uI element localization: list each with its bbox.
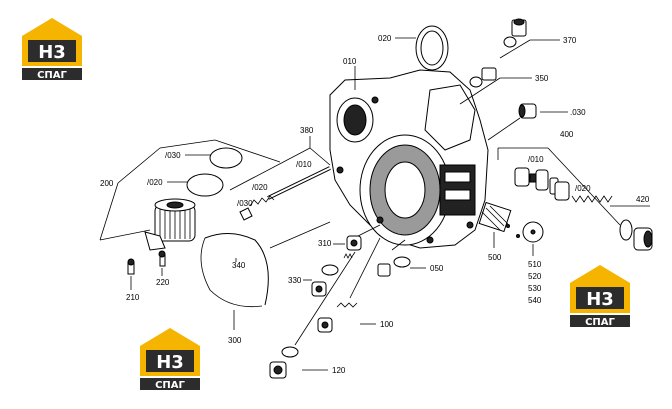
valve-spool-part-400-010: [514, 167, 570, 201]
label-400: 400: [560, 130, 574, 139]
label-340: 340: [232, 261, 246, 270]
logo-bottom-right: H3 СПАГ: [570, 265, 630, 328]
label-520: 520: [528, 272, 542, 281]
label-010-main: 010: [343, 57, 357, 66]
logo-text: СПАГ: [37, 70, 67, 81]
logo-mark: H3: [586, 289, 614, 310]
label-500: 500: [488, 253, 502, 262]
sleeve-part-030: [518, 103, 537, 119]
rod-part-380: [239, 166, 331, 221]
bolt-part-210: [127, 258, 135, 275]
plug-part-120: [269, 346, 299, 379]
label-300: 300: [228, 336, 242, 345]
logo-text: СПАГ: [585, 317, 615, 328]
label-210: 210: [126, 293, 140, 302]
label-020-380: /020: [252, 183, 268, 192]
plug-part-350: [469, 67, 497, 88]
label-220: 220: [156, 278, 170, 287]
plug-part-050: [377, 256, 411, 277]
bolt-part-220: [158, 250, 166, 267]
clip-part-340: [200, 233, 269, 308]
label-510: 510: [528, 260, 542, 269]
cap-part-420: [619, 219, 653, 251]
label-050: 050: [430, 264, 444, 273]
label-020-400: /020: [575, 184, 591, 193]
label-370: 370: [563, 36, 577, 45]
oring-part-200-020: [186, 173, 224, 197]
label-200: 200: [100, 179, 114, 188]
fitting-part-310: [343, 235, 362, 259]
label-330: 330: [288, 276, 302, 285]
label-540: 540: [528, 296, 542, 305]
filter-part-200: [144, 198, 196, 251]
spring-part-400-020: [571, 195, 613, 203]
label-010-400: /010: [528, 155, 544, 164]
label-310: 310: [318, 239, 332, 248]
magnet-part-510: [506, 221, 544, 243]
filter-plate-part-500: [478, 201, 512, 233]
oring-part-200-030: [209, 147, 243, 169]
housing-part-010: [329, 69, 489, 249]
oring-part-020: [415, 25, 449, 71]
label-420: 420: [636, 195, 650, 204]
label-030-200: /030: [165, 151, 181, 160]
logo-mark: H3: [156, 352, 184, 373]
label-030-380: /030: [237, 199, 253, 208]
logo-text: СПАГ: [155, 380, 185, 391]
plug-part-370: [503, 18, 527, 48]
valve-part-100: [317, 302, 358, 333]
label-350: 350: [535, 74, 549, 83]
plug-part-330: [311, 264, 339, 297]
label-020-top: 020: [378, 34, 392, 43]
logo-mark: H3: [38, 42, 66, 63]
label-120: 120: [332, 366, 346, 375]
label-530: 530: [528, 284, 542, 293]
label-030-right: .030: [570, 108, 586, 117]
label-010-380: /010: [296, 160, 312, 169]
logo-top-left: H3 СПАГ: [22, 18, 82, 81]
label-020-200: /020: [147, 178, 163, 187]
label-380: 380: [300, 126, 314, 135]
label-100: 100: [380, 320, 394, 329]
logo-bottom-left: H3 СПАГ: [140, 328, 200, 391]
